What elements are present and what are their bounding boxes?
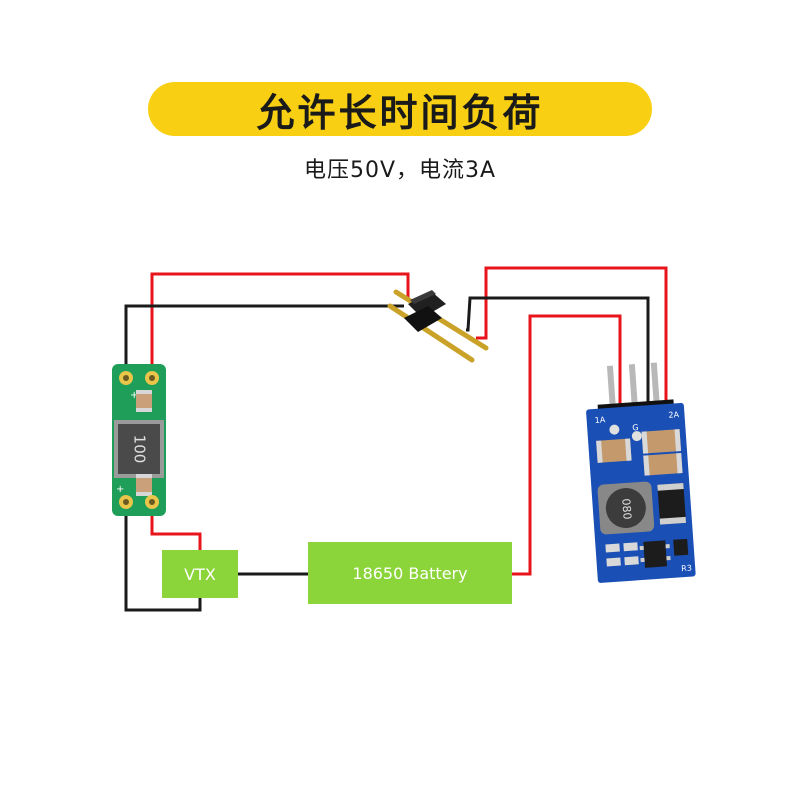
- battery-label: 18650 Battery: [352, 564, 467, 583]
- wire-red-filter-to-vtx: [150, 512, 202, 550]
- converter-pin-mid-label: G: [632, 423, 639, 432]
- filter-plus-top: +: [130, 390, 138, 401]
- converter-inductor-marking: 080: [619, 498, 633, 520]
- filter-inductor-marking: 100: [131, 435, 149, 464]
- vtx-block: VTX: [162, 550, 238, 598]
- converter-r3-label: R3: [681, 564, 692, 574]
- wire-black-filter-to-header: [124, 304, 404, 370]
- vtx-label: VTX: [184, 565, 216, 584]
- filter-module: + 100 +: [112, 364, 166, 516]
- pin-header: [387, 289, 489, 363]
- converter-module: 1A G 2A 080 R3: [586, 362, 696, 583]
- wire-black-filter-to-vtx: [124, 512, 202, 612]
- filter-plus-bottom: +: [116, 484, 124, 495]
- title-banner: 允许长时间负荷: [148, 82, 652, 136]
- converter-pin-right-label: 2A: [668, 410, 680, 420]
- wires: [124, 266, 668, 612]
- wire-red-filter-to-header: [150, 272, 410, 370]
- wire-red-header-to-converter: [476, 266, 668, 412]
- page-title: 允许长时间负荷: [256, 90, 544, 135]
- page-subtitle: 电压50V，电流3A: [303, 158, 497, 183]
- battery-block: 18650 Battery: [308, 542, 512, 604]
- converter-pin-left-label: 1A: [594, 415, 606, 425]
- wire-black-header-to-converter: [466, 296, 650, 412]
- wire-red-converter-to-battery: [512, 314, 622, 576]
